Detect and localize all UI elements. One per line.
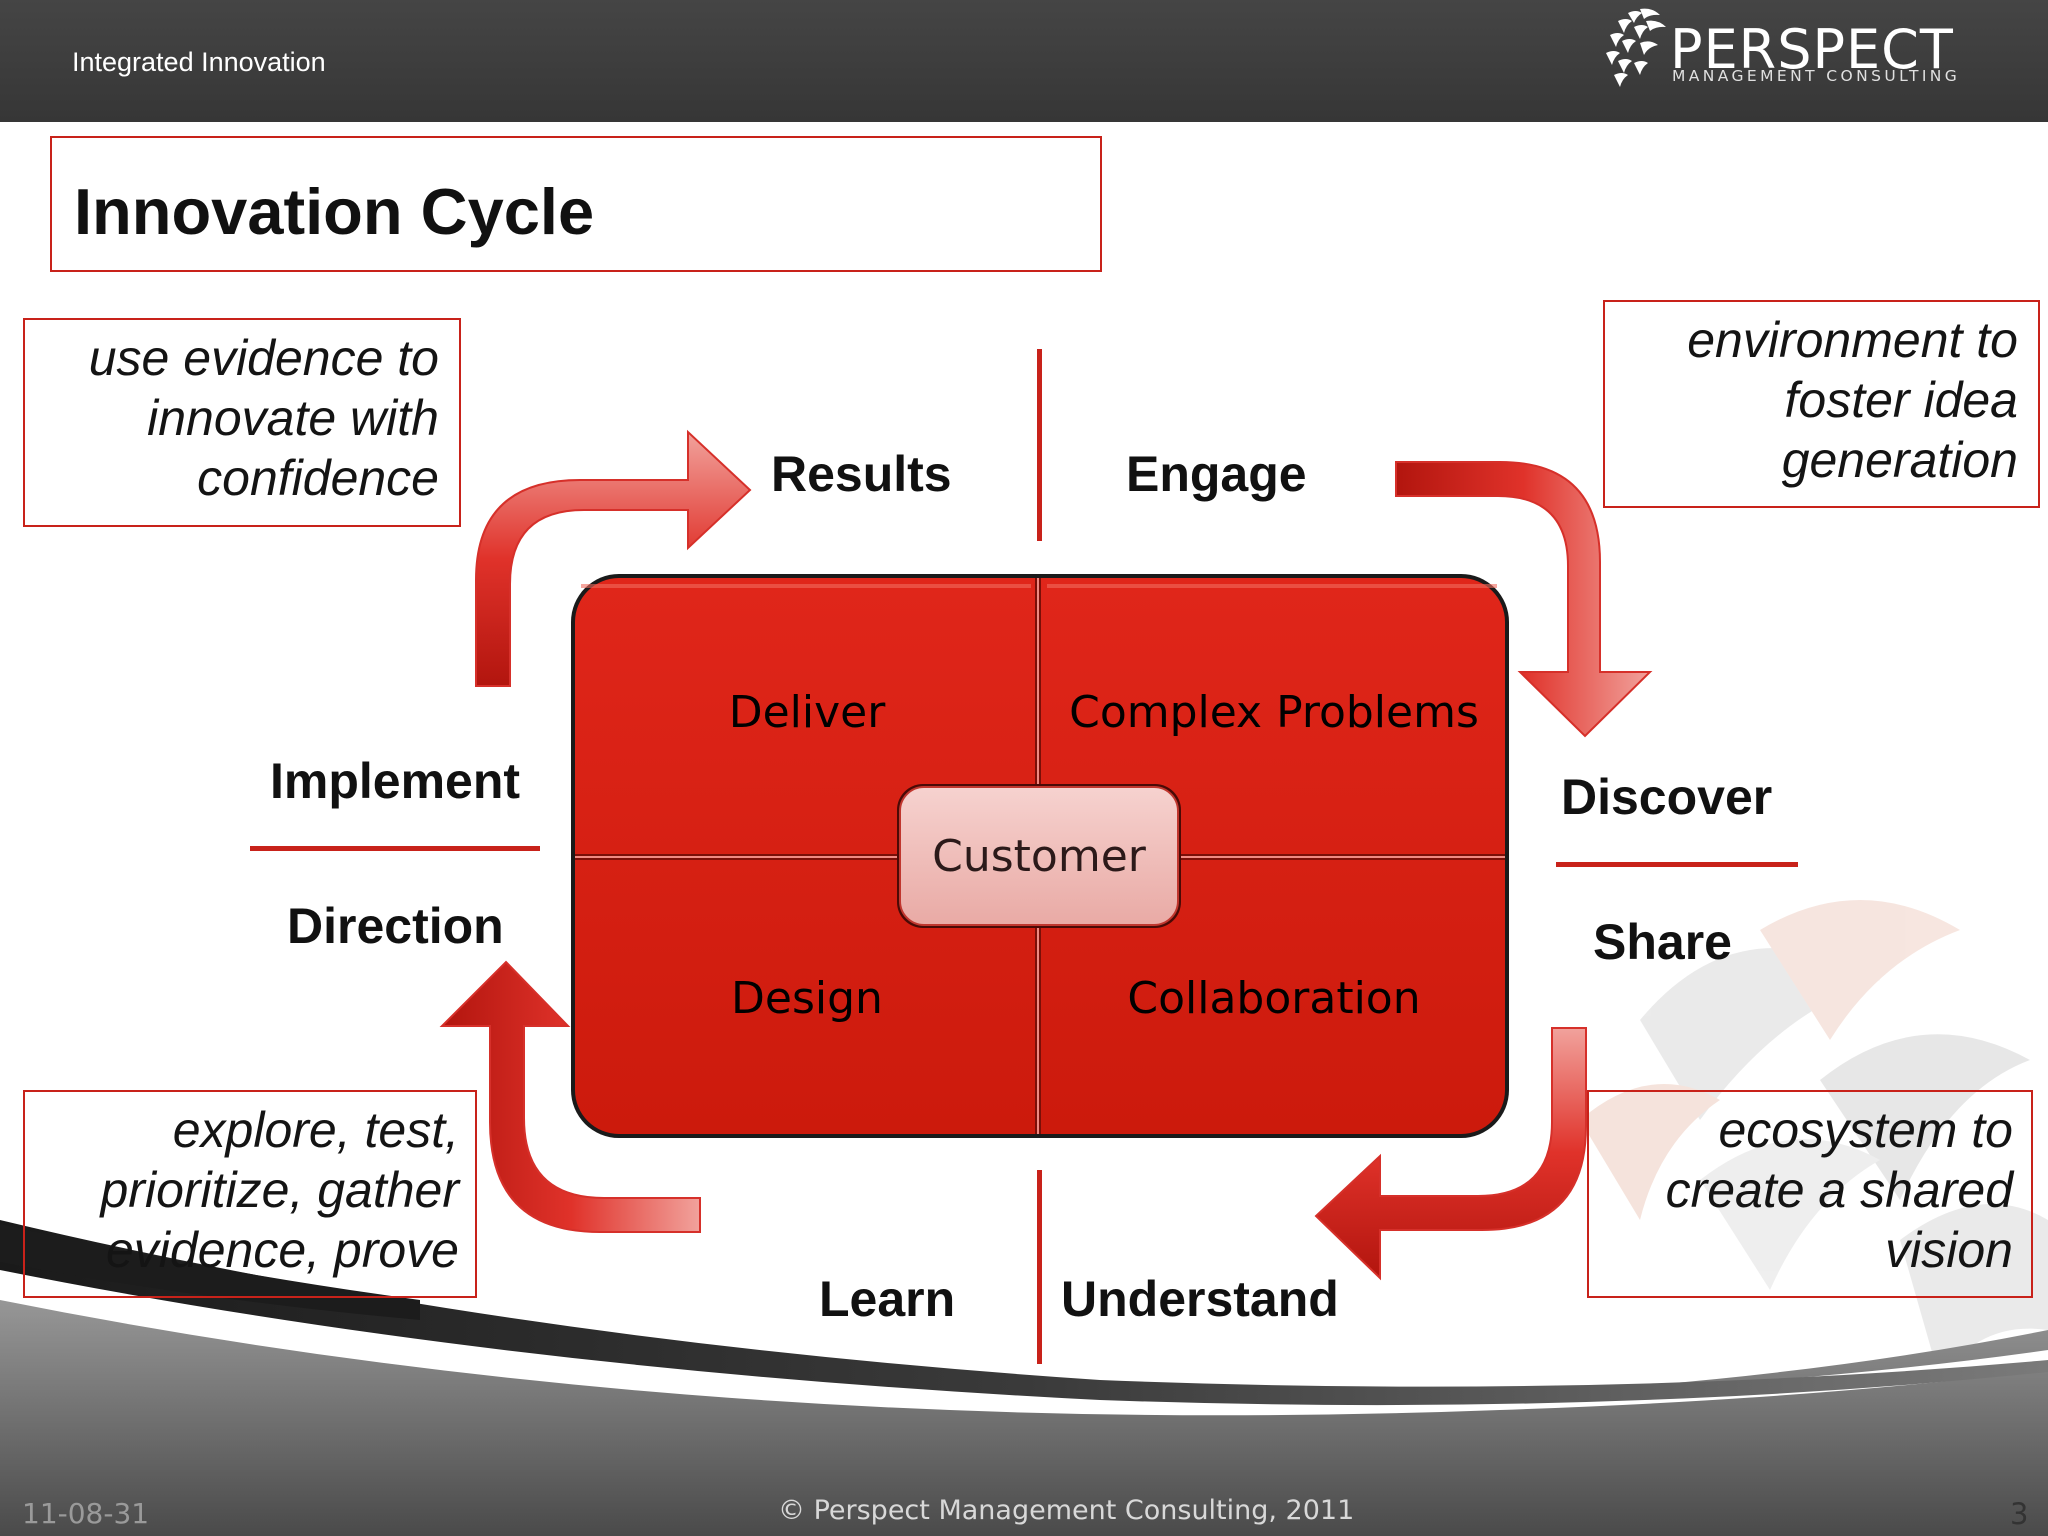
cell-deliver: Deliver: [729, 687, 887, 738]
arrow-top-left-icon: [475, 429, 752, 687]
cell-customer: Customer: [932, 831, 1147, 882]
callout-line: create a shared: [1665, 1162, 2013, 1218]
footer-date: 11-08-31: [22, 1497, 150, 1530]
cell-design: Design: [731, 973, 883, 1024]
label-understand: Understand: [1061, 1271, 1339, 1327]
label-results: Results: [771, 446, 952, 502]
page-number: 3: [2010, 1497, 2029, 1531]
callout-line: evidence, prove: [105, 1222, 459, 1278]
label-engage: Engage: [1126, 446, 1307, 502]
perspect-logo-icon: [1606, 8, 1666, 87]
label-discover: Discover: [1561, 769, 1773, 825]
label-implement: Implement: [270, 753, 521, 809]
cell-complex-problems: Complex Problems: [1069, 687, 1479, 738]
callout-line: vision: [1885, 1222, 2013, 1278]
callout-line: confidence: [197, 450, 439, 506]
arrow-bottom-left-icon: [439, 960, 701, 1233]
title-box: Innovation Cycle: [50, 136, 1102, 272]
logo-wordmark: PERSPECT: [1670, 18, 1954, 81]
cell-collaboration: Collaboration: [1127, 973, 1420, 1024]
label-direction: Direction: [287, 898, 504, 954]
divider-right: [1556, 862, 1798, 867]
callout-line: use evidence to: [88, 330, 439, 386]
page-title: Innovation Cycle: [74, 175, 595, 248]
callout-bottom-right: ecosystem to create a shared vision: [1587, 1090, 2033, 1298]
center-grid: Deliver Complex Problems Design Collabor…: [571, 574, 1509, 1138]
callout-line: foster idea: [1784, 372, 2018, 428]
label-share: Share: [1593, 914, 1732, 970]
logo-tagline: MANAGEMENT CONSULTING: [1672, 67, 1961, 85]
divider-bottom: [1037, 1170, 1042, 1364]
callout-bottom-left: explore, test, prioritize, gather eviden…: [23, 1090, 477, 1298]
arrow-top-right-icon: [1395, 461, 1653, 738]
callout-line: environment to: [1687, 312, 2018, 368]
callout-top-right: environment to foster idea generation: [1603, 300, 2040, 508]
divider-left: [250, 846, 540, 851]
callout-line: ecosystem to: [1718, 1102, 2013, 1158]
section-label: Integrated Innovation: [72, 47, 326, 77]
callout-line: generation: [1781, 432, 2018, 488]
callout-top-left: use evidence to innovate with confidence: [23, 318, 461, 527]
callout-line: explore, test,: [172, 1102, 459, 1158]
divider-top: [1037, 349, 1042, 541]
footer-copyright: © Perspect Management Consulting, 2011: [778, 1495, 1355, 1526]
header-bar: [0, 0, 2048, 122]
callout-line: prioritize, gather: [100, 1162, 460, 1218]
arrow-bottom-right-icon: [1314, 1027, 1587, 1281]
label-learn: Learn: [819, 1271, 956, 1327]
decorative-shards: [1580, 900, 2048, 1380]
callout-line: innovate with: [147, 390, 439, 446]
